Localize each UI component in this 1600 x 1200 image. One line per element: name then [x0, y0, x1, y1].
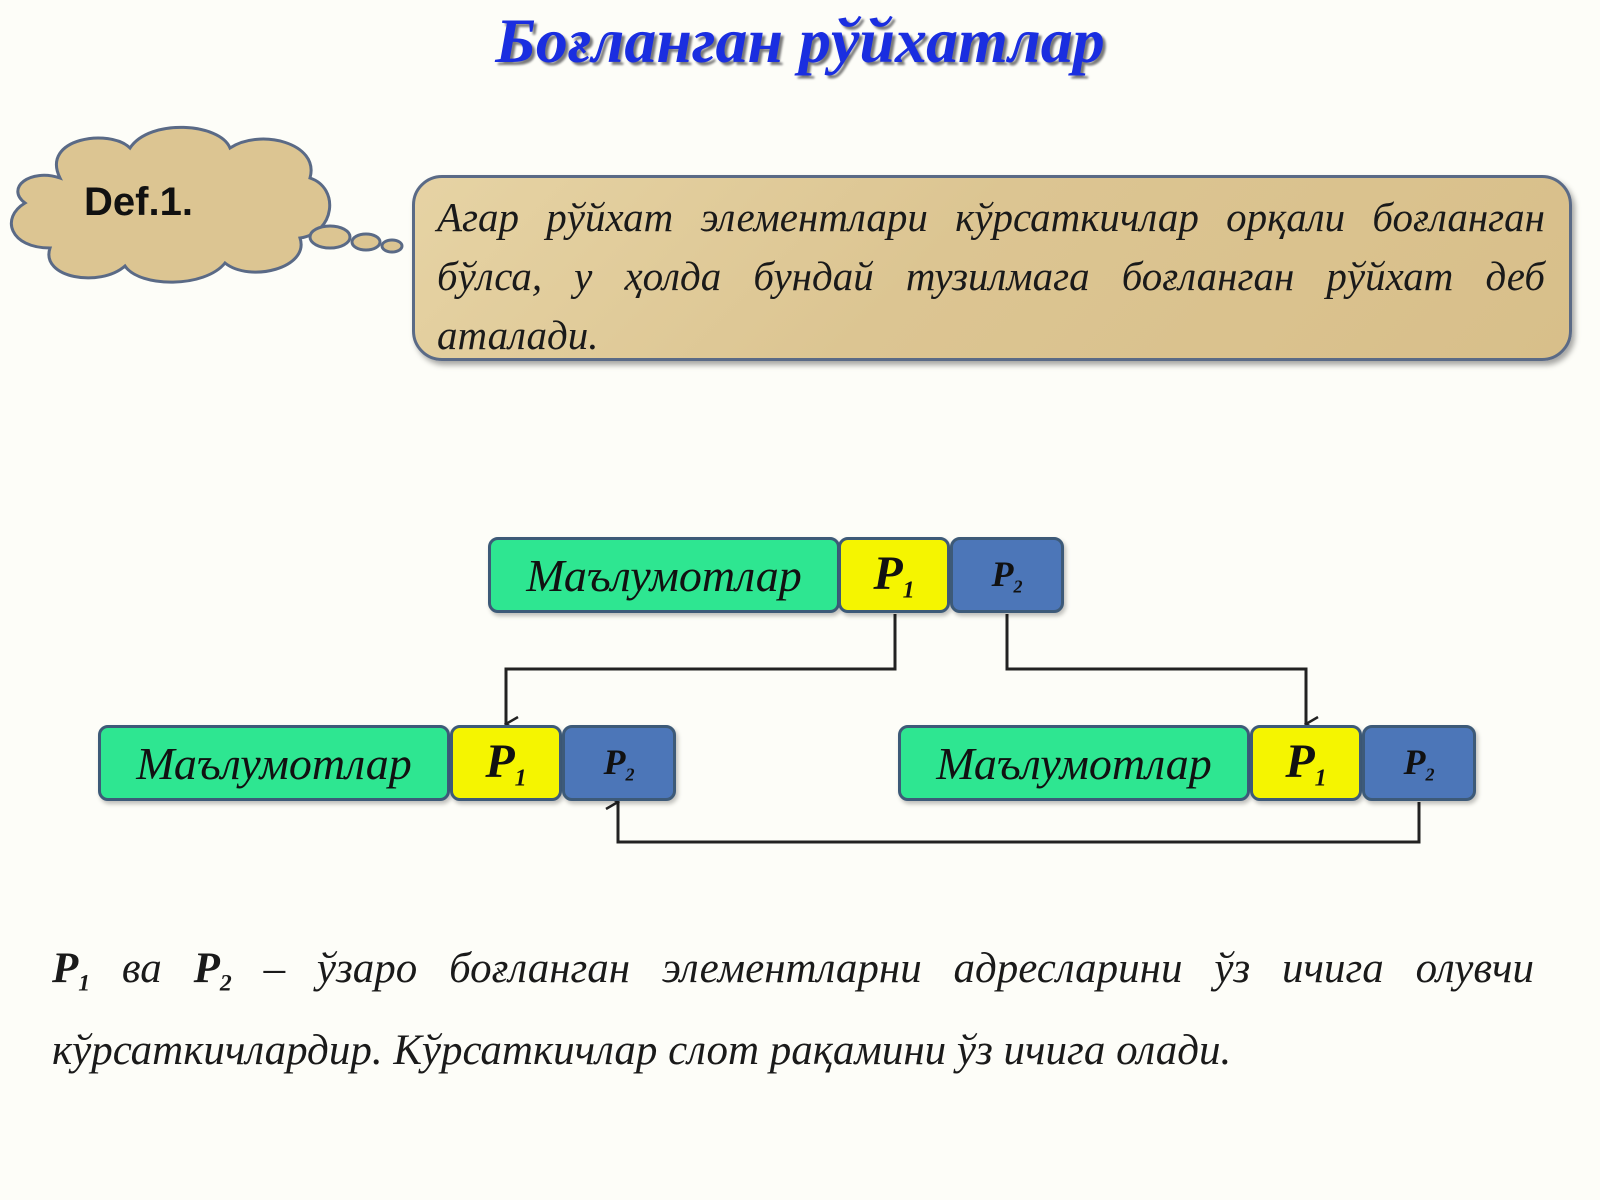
list-node-data-cell: Маълумотлар	[488, 537, 840, 613]
list-node-p1-cell: P1	[1250, 725, 1362, 801]
arrow-right-p2-to-left-p2	[618, 802, 1421, 844]
list-node-data-cell: Маълумотлар	[98, 725, 450, 801]
arrow-p2-to-right-node	[1005, 614, 1306, 724]
list-node-p2-cell: P2	[950, 537, 1064, 613]
list-node-p1-cell: P1	[838, 537, 950, 613]
page-title: Боғланган рўйхатлар	[495, 5, 1105, 76]
definition-text: Агар рўйхат элементлари кўрсаткичлар орқ…	[437, 194, 1545, 358]
explanation-text: P1 ва P2 – ўзаро боғланган элементларни …	[52, 945, 1534, 1075]
list-node-data-cell: Маълумотлар	[898, 725, 1250, 801]
list-node-p2-cell: P2	[1362, 725, 1476, 801]
definition-box: Агар рўйхат элементлари кўрсаткичлар орқ…	[412, 175, 1572, 361]
definition-label: Def.1.	[84, 180, 193, 224]
arrow-p1-to-left-node	[506, 614, 897, 724]
list-node-p2-cell: P2	[562, 725, 676, 801]
list-node-p1-cell: P1	[450, 725, 562, 801]
thought-cloud-icon	[9, 125, 404, 284]
